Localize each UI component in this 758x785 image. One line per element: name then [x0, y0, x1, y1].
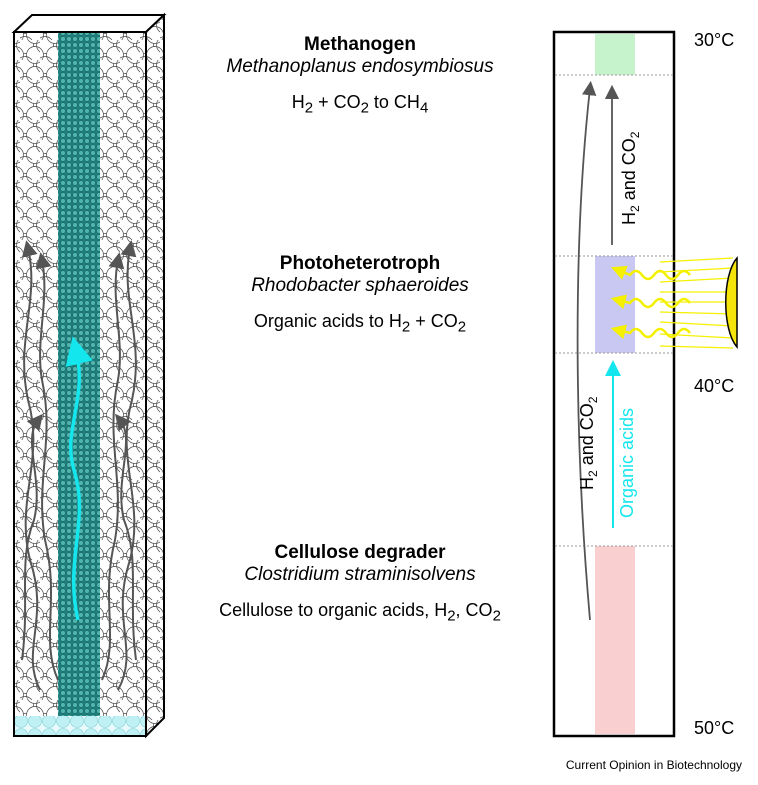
gas-flow-arrows — [21, 240, 137, 691]
zone-column: H2 and CO2 H2 and CO2 Organic acids — [552, 30, 676, 738]
gas-arrow — [35, 252, 59, 681]
water-layer — [15, 716, 146, 735]
light-ray — [659, 345, 734, 349]
methanogen-block: Methanogen Methanoplanus endosymbiosus H… — [200, 34, 520, 117]
light-wave-arrow — [610, 324, 691, 340]
lamp — [725, 256, 738, 349]
light-rays — [659, 257, 734, 349]
cellulose-degrader-block: Cellulose degrader Clostridium straminis… — [180, 542, 540, 625]
gas-arrow — [101, 252, 125, 681]
light-ray — [659, 333, 734, 339]
gas-arrow — [117, 240, 137, 691]
photoheterotroph-species: Rhodobacter sphaeroides — [251, 275, 469, 296]
light-wave-arrows — [610, 265, 691, 340]
methanogen-role: Methanogen — [304, 34, 416, 55]
methanogen-zone — [595, 34, 635, 75]
upper-gas-label: H2 and CO2 — [619, 131, 642, 225]
photoheterotroph-block: Photoheterotroph Rhodobacter sphaeroides… — [200, 253, 520, 336]
light-ray — [659, 321, 734, 327]
gas-arrow — [21, 240, 41, 691]
light-ray — [659, 257, 734, 263]
light-ray — [659, 277, 734, 283]
temp-middle: 40°C — [694, 376, 735, 396]
cellulose-degrader-zone — [595, 546, 635, 734]
methanogen-species: Methanoplanus endosymbiosus — [226, 56, 494, 77]
cellulose-degrader-role: Cellulose degrader — [274, 542, 446, 563]
cellulose-degrader-species: Clostridium straminisolvens — [244, 564, 476, 585]
light-ray — [659, 267, 734, 273]
light-wave-arrow — [611, 265, 691, 281]
temp-top: 30°C — [694, 30, 735, 50]
long-gas-arrow — [576, 80, 597, 621]
light-source — [610, 256, 738, 349]
column-outline — [13, 31, 147, 737]
column-side-face — [145, 12, 165, 739]
journal-credit: Current Opinion in Biotechnology — [565, 758, 742, 772]
photoheterotroph-zone — [595, 256, 635, 353]
column-top-face — [11, 14, 167, 33]
cellulose-degrader-reaction: Cellulose to organic acids, H2, CO2 — [219, 600, 501, 625]
photoheterotroph-role: Photoheterotroph — [279, 253, 441, 274]
gas-arrow — [21, 413, 43, 661]
methanogen-reaction: H2 + CO2 to CH4 — [291, 92, 429, 117]
light-wave-arrow — [610, 294, 691, 310]
temp-bottom: 50°C — [694, 718, 735, 738]
light-ray — [659, 311, 734, 315]
organic-acids-label: Organic acids — [617, 408, 637, 518]
packed-column — [11, 12, 167, 739]
organic-acid-arrow — [65, 336, 93, 621]
gas-arrow — [115, 413, 137, 661]
long-gas-label: H2 and CO2 — [577, 396, 600, 490]
photoheterotroph-reaction: Organic acids to H2 + CO2 — [253, 311, 467, 336]
